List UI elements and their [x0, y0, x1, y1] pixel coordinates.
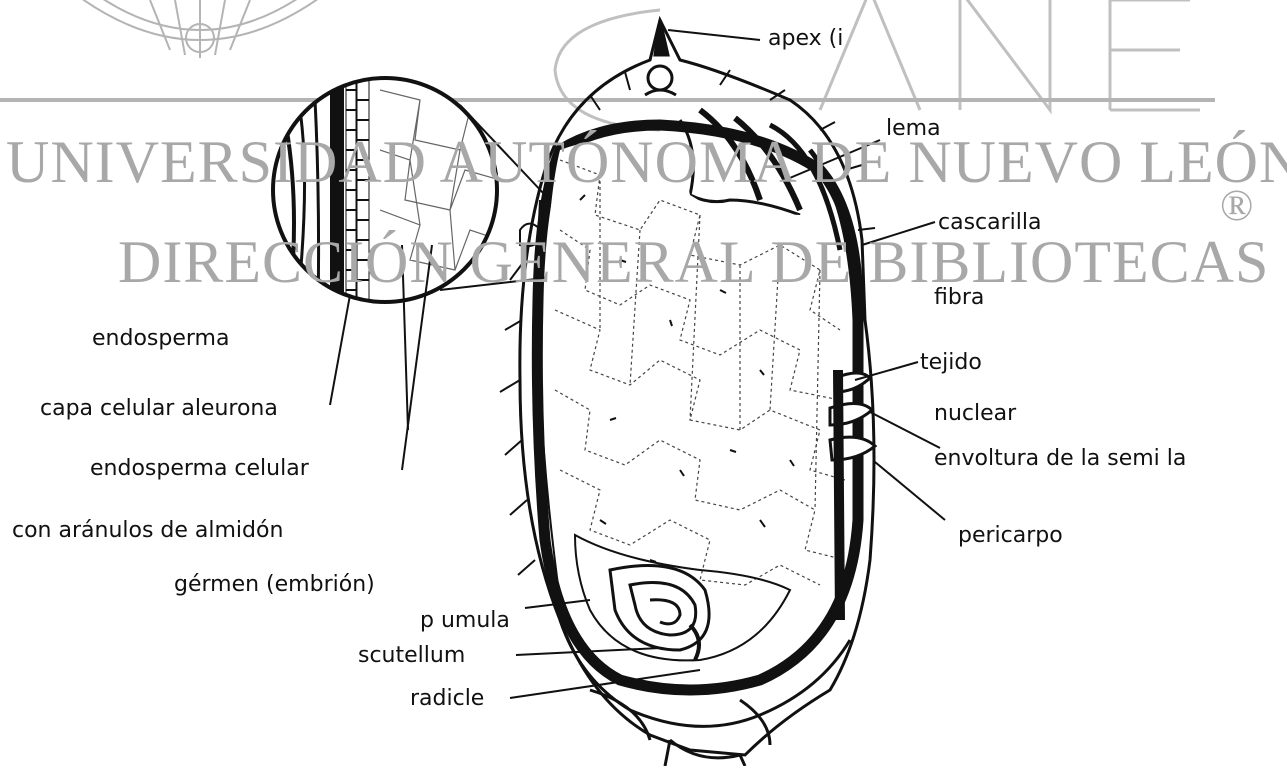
label-lema: lema [886, 118, 941, 140]
endosperm-body [540, 130, 860, 670]
watermark-university-name: UNIVERSIDAD AUTÓNOMA DE NUEVO LEÓN [6, 128, 1287, 197]
label-tejido: tejido [920, 352, 982, 374]
label-granulos-almidon: con aránulos de almidón [12, 520, 283, 542]
label-cascarilla: cascarilla [938, 212, 1041, 234]
watermark-library-directorate: DIRECCIÓN GENERAL DE BIBLIOTECAS [118, 228, 1269, 297]
label-fibra: fibra [934, 287, 984, 309]
label-pericarpo: pericarpo [958, 525, 1063, 547]
label-endosperma-celular: endosperma celular [90, 458, 309, 480]
label-capa-celular-aleurona: capa celular aleurona [40, 398, 278, 420]
label-endosperma: endosperma [92, 328, 229, 350]
watermark-registered-mark: ® [1220, 180, 1254, 231]
label-radicle: radicle [410, 688, 484, 710]
label-apex: apex (i [768, 28, 843, 50]
watermark-letters [555, 0, 1200, 130]
label-plumula: p umula [420, 610, 510, 632]
label-nuclear: nuclear [934, 403, 1016, 425]
label-scutellum: scutellum [358, 645, 465, 667]
label-envoltura-semilla: envoltura de la semi la [934, 448, 1186, 470]
label-germen-embrion: gérmen (embrión) [174, 574, 375, 596]
watermark-emblem [70, 0, 330, 58]
